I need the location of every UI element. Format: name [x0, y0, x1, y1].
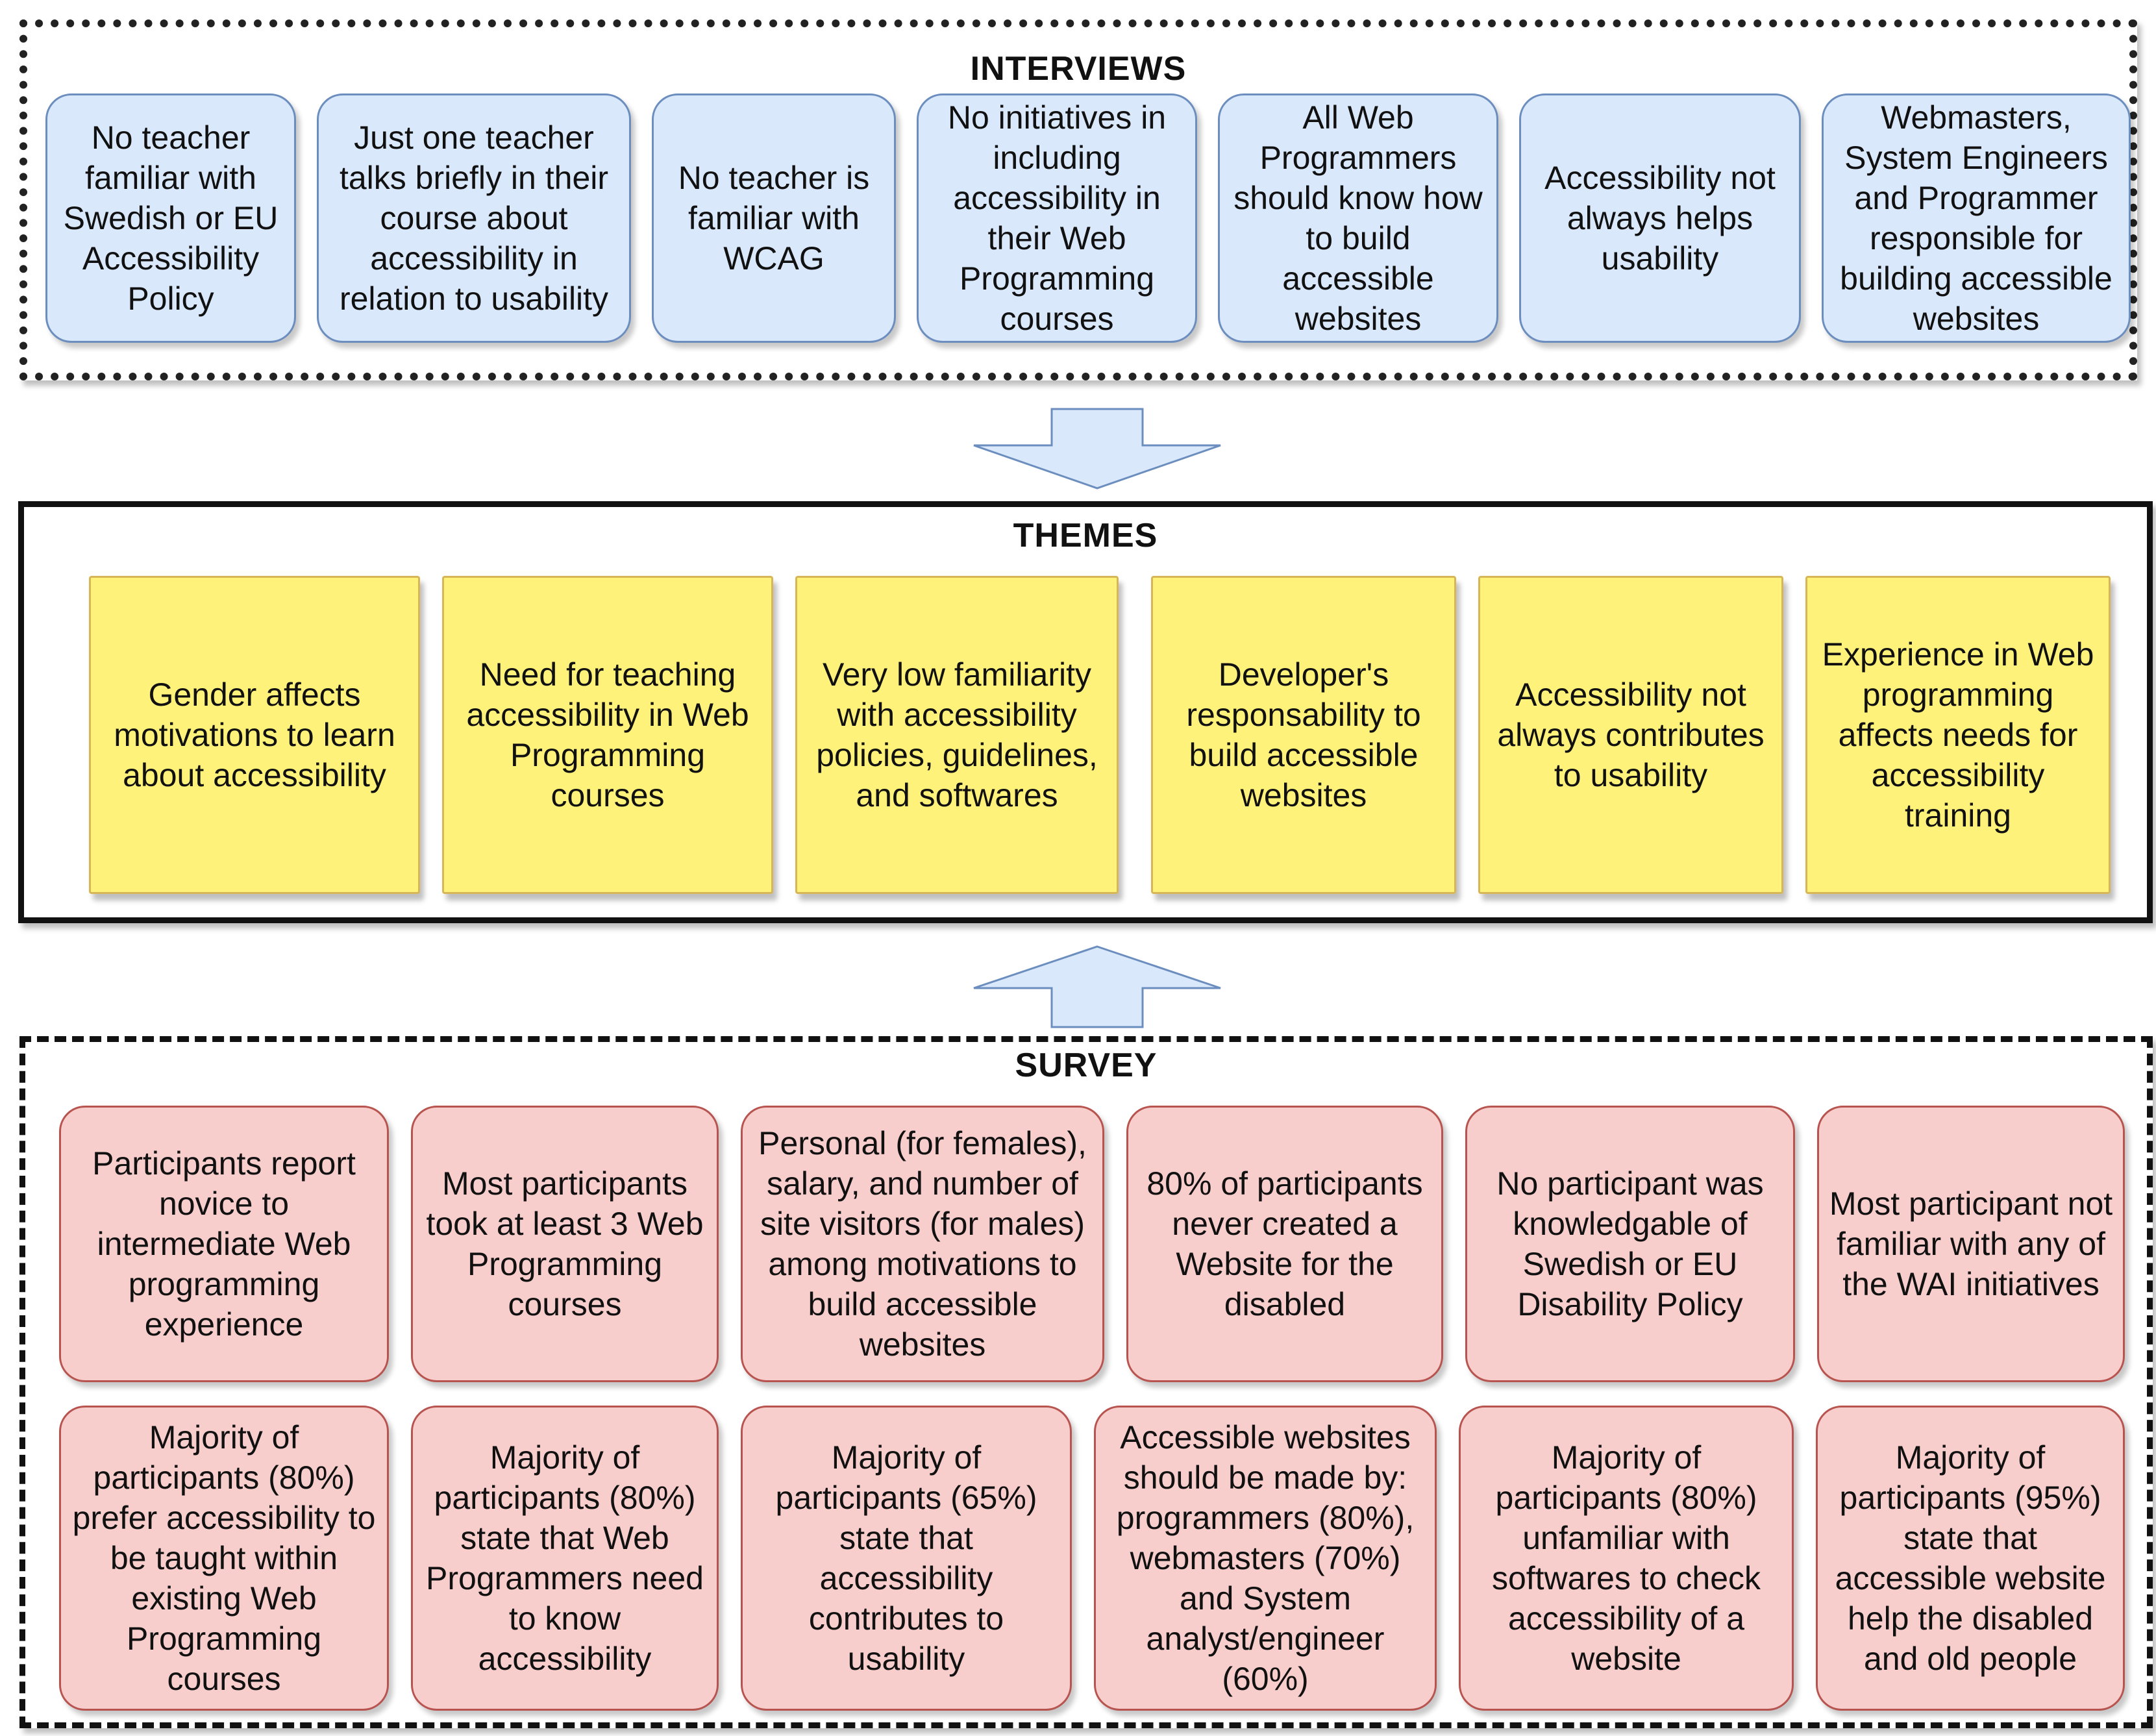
interview-card: No initiatives in including accessibilit… [917, 93, 1197, 343]
up-arrow-icon [973, 945, 1221, 1028]
theme-card: Gender affects motivations to learn abou… [89, 576, 420, 894]
survey-card: Majority of participants (65%) state tha… [741, 1406, 1072, 1711]
survey-card: Accessible websites should be made by: p… [1094, 1406, 1437, 1711]
theme-card: Developer's responsability to build acce… [1151, 576, 1456, 894]
survey-card: Personal (for females), salary, and numb… [741, 1106, 1104, 1382]
survey-card: Majority of participants (95%) state tha… [1816, 1406, 2125, 1711]
survey-card: Most participants took at least 3 Web Pr… [411, 1106, 719, 1382]
theme-card: Need for teaching accessibility in Web P… [442, 576, 773, 894]
interview-card: No teacher is familiar with WCAG [652, 93, 896, 343]
survey-card: Majority of participants (80%) state tha… [411, 1406, 719, 1711]
survey-card: Participants report novice to intermedia… [59, 1106, 389, 1382]
survey-card: Most participant not familiar with any o… [1817, 1106, 2125, 1382]
interview-card: Webmasters, System Engineers and Program… [1822, 93, 2131, 343]
interview-card: Just one teacher talks briefly in their … [317, 93, 631, 343]
down-arrow-icon [973, 408, 1221, 490]
theme-card: Very low familiarity with accessibility … [795, 576, 1119, 894]
theme-card: Experience in Web programming affects ne… [1805, 576, 2111, 894]
themes-title: THEMES [1013, 517, 1158, 554]
survey-title: SURVEY [1015, 1047, 1158, 1084]
interview-card: No teacher familiar with Swedish or EU A… [45, 93, 296, 343]
interview-card: All Web Programmers should know how to b… [1218, 93, 1498, 343]
interviews-section: INTERVIEWS No teacher familiar with Swed… [19, 19, 2137, 380]
survey-card: Majority of participants (80%) prefer ac… [59, 1406, 389, 1711]
interviews-title: INTERVIEWS [970, 50, 1187, 88]
survey-section: SURVEY Participants report novice to int… [19, 1036, 2153, 1728]
theme-card: Accessibility not always contributes to … [1478, 576, 1783, 894]
survey-card: 80% of participants never created a Webs… [1126, 1106, 1443, 1382]
themes-section: THEMES Gender affects motivations to lea… [18, 501, 2153, 923]
survey-card: Majority of participants (80%) unfamilia… [1459, 1406, 1794, 1711]
survey-card: No participant was knowledgable of Swedi… [1465, 1106, 1795, 1382]
interview-card: Accessibility not always helps usability [1519, 93, 1801, 343]
